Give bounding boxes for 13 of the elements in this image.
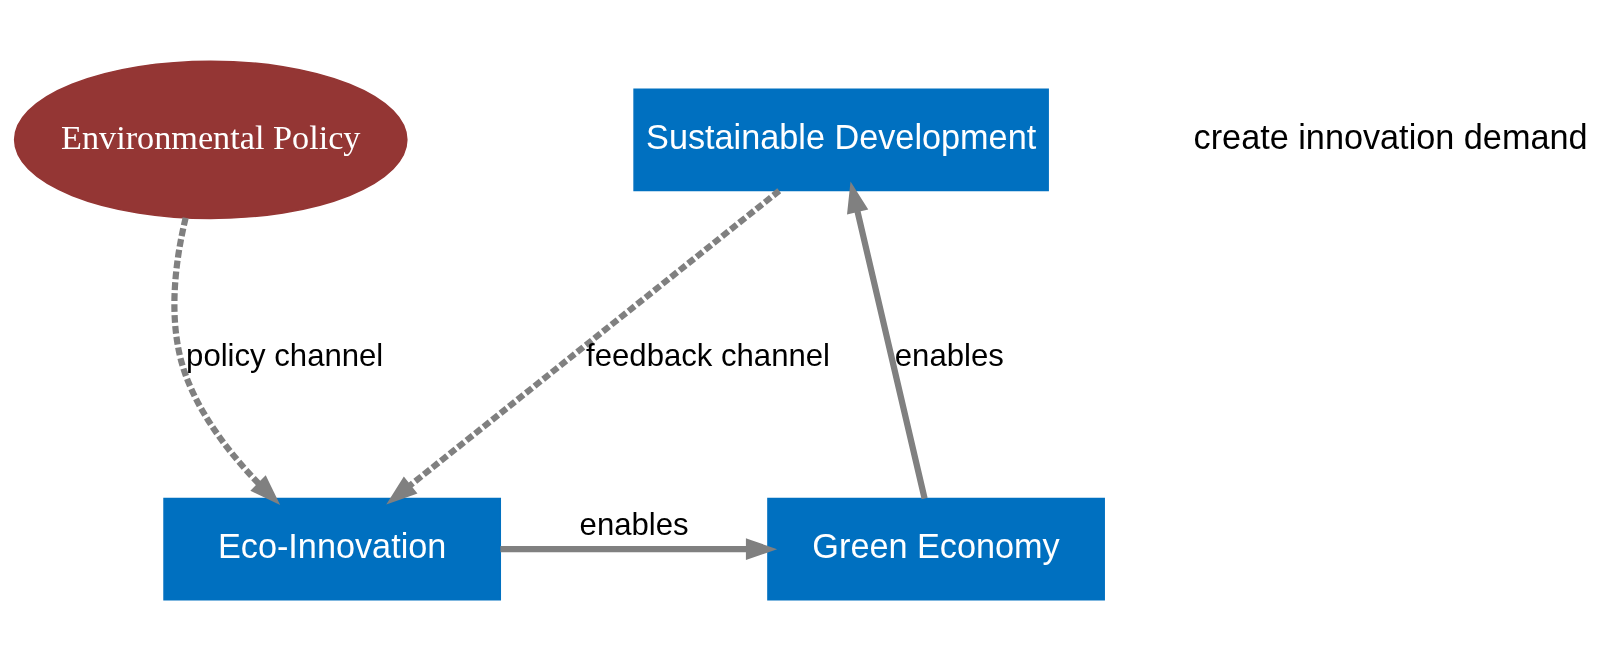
edge-label: feedback channel (586, 337, 830, 373)
arrow (386, 187, 782, 504)
arrow (847, 181, 928, 499)
node-ellipse: Environmental Policy (13, 59, 408, 219)
edge-label: enables (894, 337, 1004, 373)
label: create innovation demand (1193, 117, 1588, 156)
edge-label: enables (579, 506, 689, 542)
arrow (171, 216, 281, 505)
edge-label: policy channel (186, 337, 384, 373)
node-box: Sustainable Development (633, 87, 1049, 191)
arrow (500, 537, 778, 560)
node-box: Green Economy (767, 497, 1105, 601)
node-box: Eco-Innovation (163, 497, 502, 601)
